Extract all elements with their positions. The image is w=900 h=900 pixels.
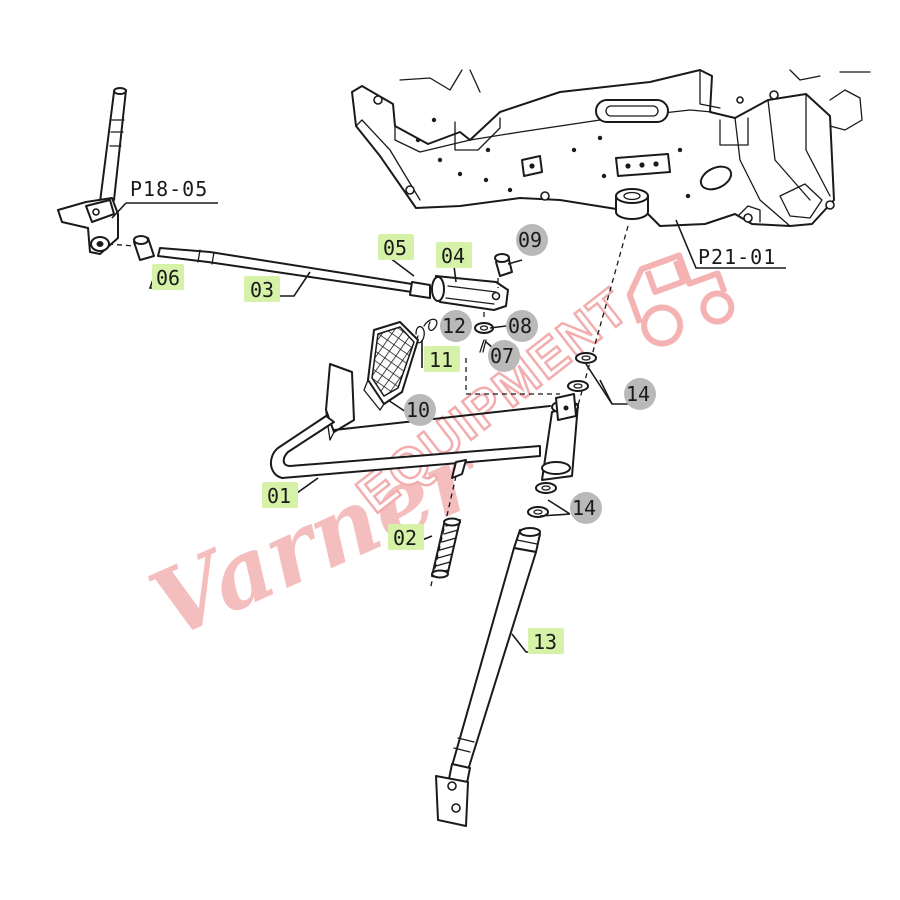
pedal-pad-10 — [363, 321, 419, 411]
badge-07: 07 — [488, 340, 520, 372]
bushing-06 — [133, 235, 155, 261]
washers-14-upper — [567, 352, 597, 392]
badge-03: 03 — [244, 276, 280, 302]
frame-assembly — [351, 69, 871, 227]
badge-13: 13 — [528, 628, 564, 654]
badge-11: 11 — [424, 346, 460, 372]
lever-shaft-p18 — [57, 87, 127, 255]
svg-text:06: 06 — [156, 266, 180, 290]
badge-05: 05 — [378, 234, 414, 260]
rod-03 — [157, 247, 431, 299]
svg-text:12: 12 — [442, 314, 466, 338]
badge-10: 10 — [404, 394, 436, 426]
cotter-07 — [479, 339, 487, 353]
svg-text:09: 09 — [518, 228, 542, 252]
svg-text:14: 14 — [626, 382, 650, 406]
badge-14-lower: 14 — [570, 492, 602, 524]
badge-08: 08 — [506, 310, 538, 342]
svg-text:10: 10 — [406, 398, 430, 422]
badge-04: 04 — [436, 242, 472, 268]
pedal-arm-01 — [270, 363, 579, 481]
ref-label-p21: P21-01 — [698, 245, 776, 269]
svg-text:08: 08 — [508, 314, 532, 338]
badge-09: 09 — [516, 224, 548, 256]
clevis-04 — [431, 275, 509, 311]
svg-text:11: 11 — [429, 348, 453, 372]
frame-bushing — [615, 188, 649, 220]
badge-06: 06 — [152, 264, 184, 290]
svg-text:05: 05 — [383, 236, 407, 260]
spring-02 — [431, 517, 461, 579]
ref-label-p18: P18-05 — [130, 177, 208, 201]
svg-text:01: 01 — [267, 484, 291, 508]
frame-slot — [595, 99, 669, 123]
svg-text:03: 03 — [250, 278, 274, 302]
washers-14-lower — [527, 482, 557, 518]
badge-14-upper: 14 — [624, 378, 656, 410]
pin-09 — [494, 253, 513, 277]
badge-12: 12 — [440, 310, 472, 342]
svg-text:13: 13 — [533, 630, 557, 654]
tractor-logo — [626, 252, 735, 347]
shaft-13 — [435, 527, 541, 827]
svg-text:07: 07 — [490, 344, 514, 368]
svg-text:04: 04 — [441, 244, 465, 268]
clip-12 — [423, 318, 438, 331]
badge-01: 01 — [262, 482, 298, 508]
svg-text:14: 14 — [572, 496, 596, 520]
svg-text:02: 02 — [393, 526, 417, 550]
badge-02: 02 — [388, 524, 424, 550]
watermark: Varner EQUIPMENT — [135, 252, 735, 660]
